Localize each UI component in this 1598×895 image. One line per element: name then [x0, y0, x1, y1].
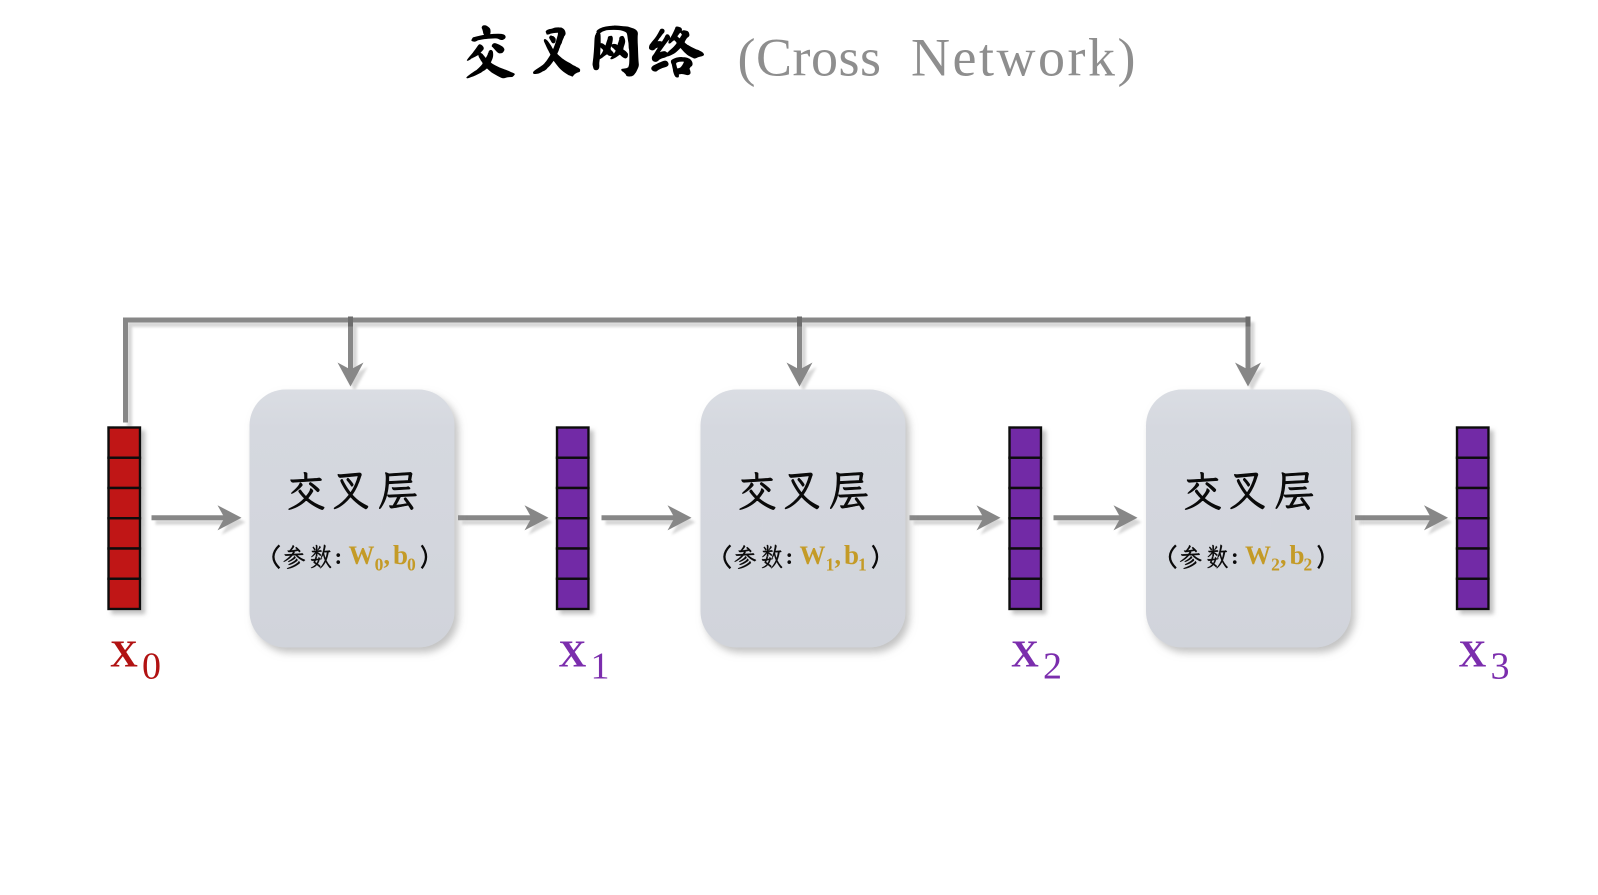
svg-text:W: W: [349, 541, 375, 570]
svg-text:X: X: [1459, 633, 1487, 675]
svg-text:0: 0: [142, 646, 161, 688]
svg-text:,: ,: [384, 541, 391, 570]
svg-text:3: 3: [1491, 646, 1510, 688]
svg-text:2: 2: [1271, 555, 1280, 575]
svg-text:0: 0: [375, 555, 384, 575]
svg-text:(Cross: (Cross: [738, 28, 882, 88]
svg-text:0: 0: [407, 555, 416, 575]
svg-text:W: W: [1245, 541, 1271, 570]
svg-text:X: X: [559, 633, 587, 675]
svg-text::: :: [1231, 544, 1239, 569]
svg-text::: :: [786, 544, 794, 569]
svg-text:Network): Network): [911, 28, 1138, 88]
svg-text:,: ,: [835, 541, 842, 570]
svg-text:1: 1: [858, 555, 867, 575]
svg-text:1: 1: [591, 646, 610, 688]
svg-text:1: 1: [826, 555, 835, 575]
svg-text:b: b: [1290, 540, 1305, 570]
svg-text:2: 2: [1304, 555, 1313, 575]
svg-text::: :: [335, 544, 343, 569]
svg-text:2: 2: [1043, 646, 1062, 688]
svg-text:X: X: [1011, 633, 1039, 675]
svg-text:X: X: [110, 633, 138, 675]
svg-text:b: b: [393, 540, 408, 570]
svg-text:W: W: [800, 541, 826, 570]
svg-text:,: ,: [1280, 541, 1287, 570]
svg-text:b: b: [844, 540, 859, 570]
